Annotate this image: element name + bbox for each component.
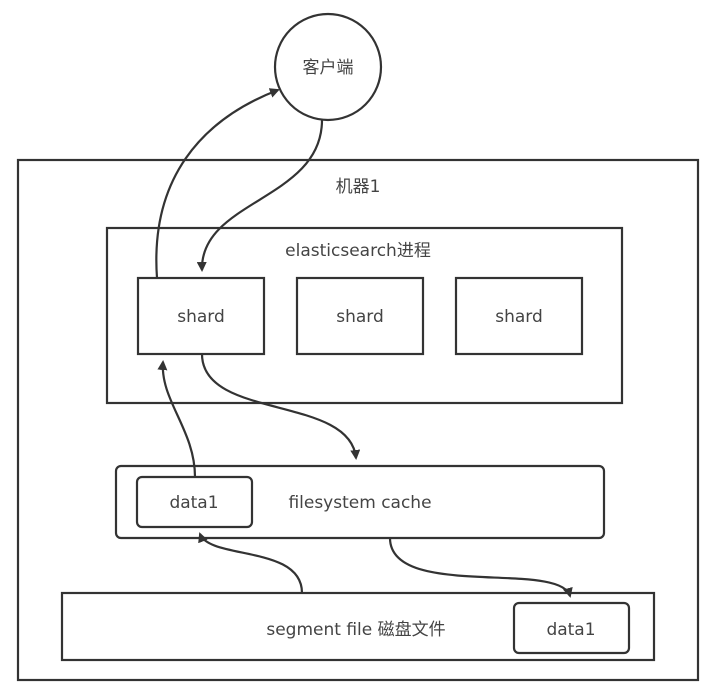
edge-cache-data1-to-shard: [157, 360, 197, 478]
process-label: elasticsearch进程: [285, 241, 431, 261]
edge-segment-to-cache-data1: [198, 532, 304, 594]
client-node: 客户端: [273, 12, 383, 122]
cache-data1-label: data1: [169, 493, 218, 513]
cache-data1-box: data1: [135, 475, 254, 529]
edge-shard-to-cache: [200, 353, 361, 460]
client-label: 客户端: [303, 58, 354, 78]
edge-cache-to-segment-data1: [388, 537, 573, 598]
shard-label: shard: [336, 307, 384, 327]
segment-file-label: segment file 磁盘文件: [266, 620, 445, 640]
shard-box-3: shard: [454, 276, 584, 356]
edge-shard-to-client: [155, 88, 280, 279]
edge-client-to-shard: [196, 119, 324, 272]
shard-label: shard: [495, 307, 543, 327]
machine-label: 机器1: [336, 177, 381, 197]
segment-data1-label: data1: [546, 620, 595, 640]
segment-data1-box: data1: [512, 601, 631, 655]
shard-label: shard: [177, 307, 225, 327]
shard-box-2: shard: [295, 276, 425, 356]
filesystem-cache-label: filesystem cache: [288, 493, 431, 513]
shard-box-1: shard: [136, 276, 266, 356]
